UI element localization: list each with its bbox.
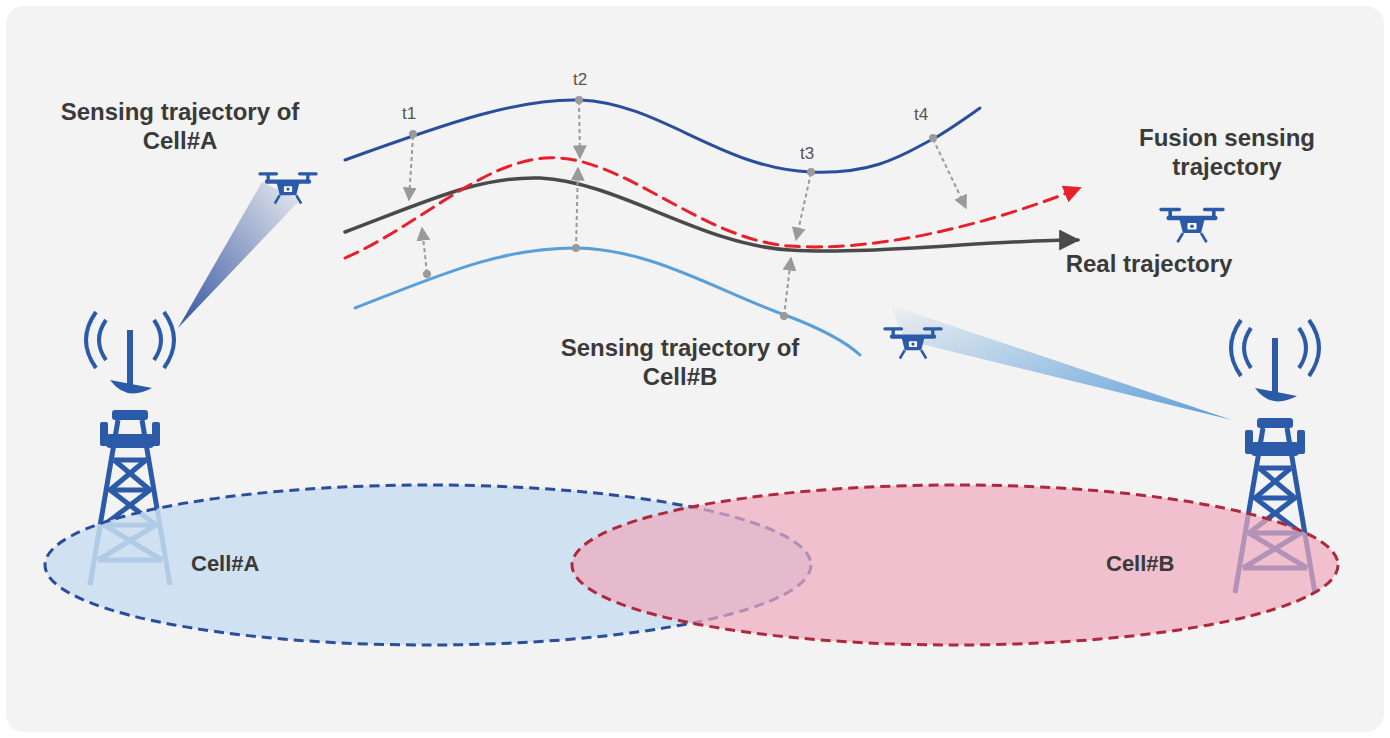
sample-points (409, 96, 937, 320)
ellipse-outline (570, 483, 1340, 647)
cell-name: Cell#B (1106, 551, 1174, 577)
trajectory-label: Sensing trajectory of Cell#A (30, 98, 330, 156)
cell-name: Cell#A (191, 551, 259, 577)
time-mark: t2 (573, 70, 603, 90)
trajectory-label: Fusion sensing trajectory (1112, 124, 1342, 182)
time-mark: t1 (402, 104, 432, 124)
trajectory-label: Real trajectory (1034, 250, 1264, 279)
trajectories (345, 100, 1080, 355)
time-mark: t3 (800, 144, 830, 164)
cell-coverage: Cell#B (570, 483, 1340, 647)
trajectory-label: Sensing trajectory of Cell#B (530, 334, 830, 392)
fusion-steps (409, 101, 966, 316)
sensing-beams (178, 182, 1232, 420)
time-mark: t4 (914, 105, 944, 125)
